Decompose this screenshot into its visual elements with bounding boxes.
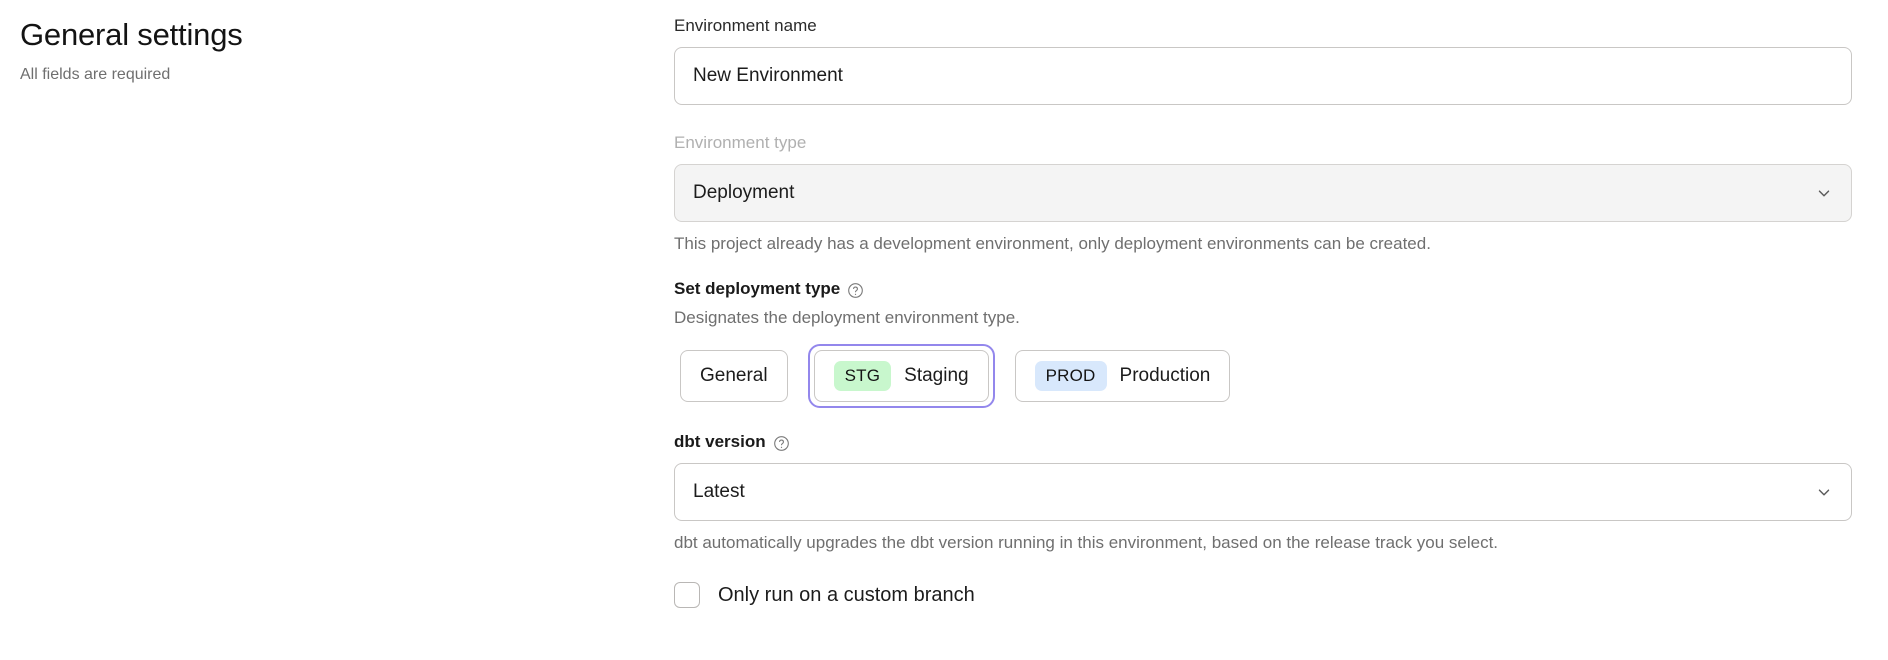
deployment-type-option-staging[interactable]: STG Staging bbox=[813, 350, 989, 402]
custom-branch-checkbox[interactable] bbox=[674, 582, 700, 608]
environment-type-label: Environment type bbox=[674, 133, 807, 152]
dbt-version-label: dbt version bbox=[674, 432, 766, 451]
deployment-type-option-general[interactable]: General bbox=[680, 350, 788, 402]
deployment-type-option-general-label: General bbox=[700, 365, 768, 386]
page-subtitle: All fields are required bbox=[20, 66, 171, 83]
settings-header: General settings All fields are required bbox=[20, 16, 580, 86]
deployment-type-label: Set deployment type bbox=[674, 279, 841, 298]
deployment-type-option-staging-label: Staging bbox=[904, 365, 969, 386]
environment-name-field-group: Environment name New Environment bbox=[674, 14, 1852, 105]
production-badge: PROD bbox=[1034, 361, 1107, 391]
deployment-type-option-staging-wrap: STG Staging bbox=[807, 344, 995, 408]
custom-branch-row[interactable]: Only run on a custom branch bbox=[674, 582, 1852, 608]
deployment-type-option-general-wrap: General bbox=[674, 344, 794, 408]
dbt-version-label-row: dbt version bbox=[674, 430, 1852, 454]
environment-type-helper-text: This project already has a development e… bbox=[674, 234, 1431, 253]
deployment-type-options: General STG Staging PROD Production bbox=[674, 344, 1852, 408]
dbt-version-value: Latest bbox=[693, 481, 745, 502]
help-circle-icon[interactable] bbox=[773, 435, 790, 452]
chevron-down-icon bbox=[1815, 483, 1833, 501]
dbt-version-select[interactable]: Latest bbox=[674, 463, 1852, 521]
environment-name-label: Environment name bbox=[674, 16, 817, 35]
help-circle-icon[interactable] bbox=[847, 282, 864, 299]
deployment-type-option-production[interactable]: PROD Production bbox=[1014, 350, 1231, 402]
deployment-type-description: Designates the deployment environment ty… bbox=[674, 308, 1020, 327]
environment-name-input[interactable]: New Environment bbox=[674, 47, 1852, 105]
deployment-type-option-production-label: Production bbox=[1119, 365, 1211, 386]
environment-type-select[interactable]: Deployment bbox=[674, 164, 1852, 222]
deployment-type-field-group: Set deployment type Designates the deplo… bbox=[674, 277, 1852, 408]
settings-form: Environment name New Environment Environ… bbox=[674, 14, 1852, 608]
chevron-down-icon bbox=[1815, 184, 1833, 202]
staging-badge: STG bbox=[833, 361, 892, 391]
deployment-type-label-row: Set deployment type bbox=[674, 277, 1852, 301]
page-title: General settings bbox=[20, 17, 243, 52]
dbt-version-field-group: dbt version Latest dbt automatically upg… bbox=[674, 430, 1852, 554]
environment-type-value: Deployment bbox=[693, 182, 795, 203]
deployment-type-option-production-wrap: PROD Production bbox=[1009, 344, 1237, 408]
custom-branch-label: Only run on a custom branch bbox=[718, 583, 975, 606]
environment-name-value: New Environment bbox=[693, 65, 843, 86]
environment-type-field-group: Environment type Deployment This project… bbox=[674, 131, 1852, 255]
dbt-version-helper-text: dbt automatically upgrades the dbt versi… bbox=[674, 533, 1499, 552]
